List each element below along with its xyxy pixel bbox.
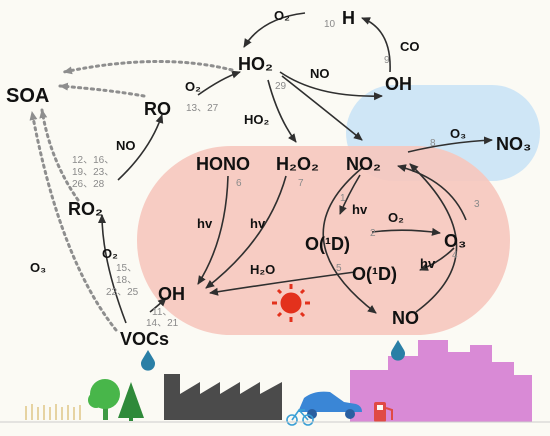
arrow-vocs-to-ro2 xyxy=(98,214,127,324)
reactant-no-ho2: NO xyxy=(310,66,330,81)
reaction-number-3: 3 xyxy=(474,199,480,210)
species-no3: NO₃ xyxy=(496,134,531,154)
arrow-ho2-to-no2 xyxy=(281,75,363,141)
arrow-ro-to-soa xyxy=(58,82,146,98)
reaction-number-11-21-line2: 14、21 xyxy=(146,318,179,329)
reaction-number-5: 5 xyxy=(336,263,342,274)
arrow-no-to-no2 xyxy=(409,163,458,313)
arrow-ro2-to-soa xyxy=(39,108,80,202)
reaction-number-11-21-line1: 11、 xyxy=(152,307,172,318)
city-icon xyxy=(350,340,532,422)
emission-drop-icon xyxy=(141,340,406,371)
reactant-o2-o3: O₂ xyxy=(388,210,404,225)
species-o1d-a: O(¹D) xyxy=(305,234,350,254)
arrow-h2o2-to-oh xyxy=(205,175,287,289)
soa-arrows xyxy=(29,60,234,332)
arrow-no2-to-o1d xyxy=(339,174,361,215)
arrow-ho2-to-h2o2 xyxy=(267,79,297,143)
species-h2o2: H₂O₂ xyxy=(276,154,319,174)
reactant-hv-hono: hv xyxy=(197,216,213,231)
arrow-o3-to-o1d xyxy=(419,247,455,271)
reactant-h2o: H₂O xyxy=(250,262,275,277)
reactant-ho2-h2o2: HO₂ xyxy=(244,112,270,127)
arrow-vocs-to-oh xyxy=(149,297,167,313)
reaction-number-8: 8 xyxy=(430,138,436,149)
species-ro: RO xyxy=(144,99,171,119)
species-no2: NO₂ xyxy=(346,154,381,174)
reaction-number-12-28-line1: 12、16、 xyxy=(72,155,114,166)
species-vocs: VOCs xyxy=(120,329,169,349)
arrow-ro-to-ho2 xyxy=(197,70,241,96)
reaction-number-12-28-line2: 19、23、 xyxy=(72,167,114,178)
species-o1d-b: O(¹D) xyxy=(352,264,397,284)
reaction-number-29: 29 xyxy=(275,81,287,92)
species-hono: HONO xyxy=(196,154,250,174)
grass-icon xyxy=(25,404,81,420)
arrow-no2-to-no3 xyxy=(407,136,493,153)
reaction-number-4: 4 xyxy=(452,250,458,261)
reactant-o2-vocs: O₂ xyxy=(102,246,118,261)
arrow-hono-to-oh xyxy=(197,175,229,285)
reactant-hv-h2o2: hv xyxy=(250,216,266,231)
species-ho2: HO₂ xyxy=(238,54,273,74)
reactant-no-ro: NO xyxy=(116,138,136,153)
fuel-pump-icon xyxy=(374,402,393,422)
reactant-o3-night: O₃ xyxy=(450,126,466,141)
species-o3-right: O₃ xyxy=(444,231,466,251)
reactant-o2-ro: O₂ xyxy=(185,79,201,94)
arrow-vocs-to-soa xyxy=(29,110,118,332)
arrow-h-to-ho2 xyxy=(243,12,306,48)
reaction-number-7: 7 xyxy=(298,178,304,189)
reaction-number-10: 10 xyxy=(324,19,336,30)
reactant-o2-top: O₂ xyxy=(274,8,290,23)
sun-icon xyxy=(272,284,310,322)
arrow-oh-to-h xyxy=(361,17,391,73)
arrow-o1d-to-o3 xyxy=(371,227,441,236)
reaction-number-15-25-line1: 15、 xyxy=(116,263,137,274)
reaction-number-2: 2 xyxy=(370,228,376,239)
reactant-co: CO xyxy=(400,39,420,54)
reactant-labels: O₂ CO O₂ NO HO₂ NO O₃ hv hv hv O₂ hv H₂O… xyxy=(30,8,466,277)
factory-icon xyxy=(164,374,282,420)
species-labels: SOA H HO₂ OH RO RO₂ HONO H₂O₂ NO₂ NO₃ O(… xyxy=(6,8,531,349)
bicycle-icon xyxy=(286,408,314,426)
arrow-ho2-to-soa xyxy=(62,60,234,75)
tree-icon xyxy=(88,379,144,421)
reaction-number-15-25-line3: 22、25 xyxy=(106,287,139,298)
reactant-hv-no2: hv xyxy=(352,202,368,217)
species-no: NO xyxy=(392,308,419,328)
reaction-number-6: 6 xyxy=(236,178,242,189)
reaction-number-12-28-line3: 26、28 xyxy=(72,179,105,190)
reactant-o3-soa: O₃ xyxy=(30,260,46,275)
reaction-number-1: 1 xyxy=(340,193,346,204)
species-soa: SOA xyxy=(6,85,49,107)
species-h: H xyxy=(342,8,355,28)
species-oh-top: OH xyxy=(385,74,412,94)
arrow-ro2-to-ro xyxy=(117,114,164,181)
arrow-ho2-to-oh xyxy=(279,71,383,101)
reaction-number-9: 9 xyxy=(384,55,390,66)
reaction-number-13-27: 13、27 xyxy=(186,103,219,114)
species-oh-bottom: OH xyxy=(158,284,185,304)
reaction-numbers: 10 9 29 13、27 12、16、 19、23、 26、28 8 6 7 … xyxy=(72,19,480,329)
reaction-arrows xyxy=(98,12,493,324)
reactant-hv-o3: hv xyxy=(420,256,436,271)
arrow-no2-to-no xyxy=(322,167,377,314)
reaction-number-15-25-line2: 18、 xyxy=(116,275,137,286)
species-ro2: RO₂ xyxy=(68,199,103,219)
car-icon xyxy=(298,391,362,419)
arrow-o3-to-no2 xyxy=(397,164,467,221)
